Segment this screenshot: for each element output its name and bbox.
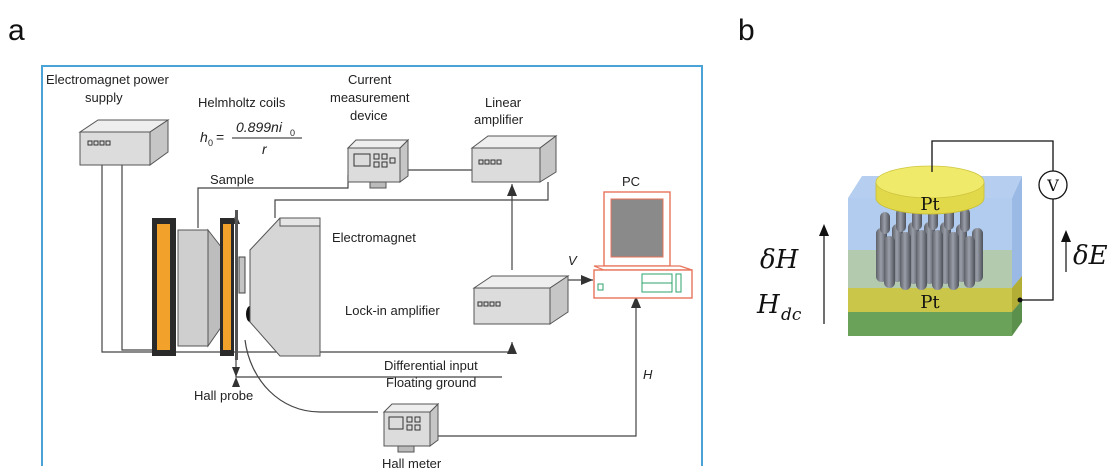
- voltmeter-symbol: [1038, 170, 1068, 200]
- electromagnet-label: Electromagnet: [332, 230, 416, 245]
- panel-a-letter: a: [8, 14, 25, 47]
- pc-label: PC: [622, 174, 640, 189]
- top-pt-disk: [875, 165, 985, 215]
- formula-numerator-sub: 0: [290, 128, 295, 138]
- wire-probe-to-meter: [244, 339, 378, 413]
- floating-ground-label: Floating ground: [386, 375, 476, 390]
- current-device-box: [346, 138, 410, 189]
- lockin-amplifier-box: [472, 275, 570, 325]
- substrate-layer: [848, 312, 1012, 336]
- power-supply-box: [78, 119, 170, 166]
- arrow-to-pc: [581, 275, 593, 285]
- electromagnet-assembly: [152, 210, 321, 360]
- hall-probe-label: Hall probe: [194, 388, 253, 403]
- arrow-probe-down: [232, 367, 240, 377]
- panel-a-labels: Electromagnet power supply Helmholtz coi…: [46, 72, 653, 471]
- formula-denominator: r: [262, 141, 268, 157]
- hall-meter-label: Hall meter: [382, 456, 442, 471]
- svg-text:=: =: [216, 129, 224, 145]
- wire-em-to-linear: [274, 182, 549, 218]
- linear-amplifier-label-2: amplifier: [474, 112, 524, 127]
- nanopillars: [876, 206, 983, 290]
- formula-numerator: 0.899ni: [236, 119, 283, 135]
- sample-label: Sample: [210, 172, 254, 187]
- formula-lhs: h: [200, 129, 208, 145]
- power-supply-label-2: supply: [85, 90, 123, 105]
- formula-lhs-sub: 0: [208, 138, 213, 148]
- arrow-probe-down-2: [232, 377, 240, 387]
- h-dc-subscript: dc: [781, 305, 802, 325]
- helmholtz-formula: h 0 = 0.899ni 0 r: [200, 119, 302, 157]
- power-supply-label-1: Electromagnet power: [46, 72, 170, 87]
- arrow-diff-input: [507, 342, 517, 354]
- wire-power-to-coil-1: [121, 165, 162, 351]
- arrow-up-linear: [507, 184, 517, 196]
- h-label: H: [643, 367, 653, 382]
- pt-top-label: Pt: [920, 194, 940, 215]
- electric-arrow: [1061, 230, 1071, 272]
- linear-amplifier-box: [470, 135, 558, 183]
- current-device-label-3: device: [350, 108, 388, 123]
- bottom-pt-layer: [848, 288, 1012, 312]
- current-device-label-1: Current: [348, 72, 392, 87]
- field-arrow: [819, 224, 829, 324]
- panel-a-frame: [41, 65, 703, 466]
- bottom-contact-dot: [1017, 297, 1023, 303]
- hall-meter-box: [382, 402, 440, 453]
- voltmeter-wires: [931, 140, 1054, 301]
- pt-bottom-label: Pt: [920, 292, 940, 313]
- v-label: V: [568, 253, 578, 268]
- differential-input-label: Differential input: [384, 358, 478, 373]
- panel-b-device: Pt Pt V δH H dc δE: [756, 140, 1108, 336]
- delta-e-label: δE: [1073, 241, 1108, 271]
- panel-a-diagram: Electromagnet power supply Helmholtz coi…: [41, 65, 703, 471]
- pc-computer: [593, 191, 693, 299]
- helmholtz-label: Helmholtz coils: [198, 95, 286, 110]
- voltmeter-label: V: [1046, 176, 1059, 195]
- right-pole: [249, 217, 321, 357]
- sample-holder: [238, 256, 246, 294]
- arrow-h-to-pc: [631, 296, 641, 308]
- lockin-label: Lock-in amplifier: [345, 303, 440, 318]
- arrowheads: [232, 184, 641, 387]
- wire-meter-to-pc: [438, 296, 637, 437]
- panel-b-letter: b: [738, 14, 755, 47]
- current-device-label-2: measurement: [330, 90, 410, 105]
- h-dc-label: H: [756, 290, 781, 320]
- linear-amplifier-label-1: Linear: [485, 95, 522, 110]
- delta-h-label: δH: [760, 245, 800, 275]
